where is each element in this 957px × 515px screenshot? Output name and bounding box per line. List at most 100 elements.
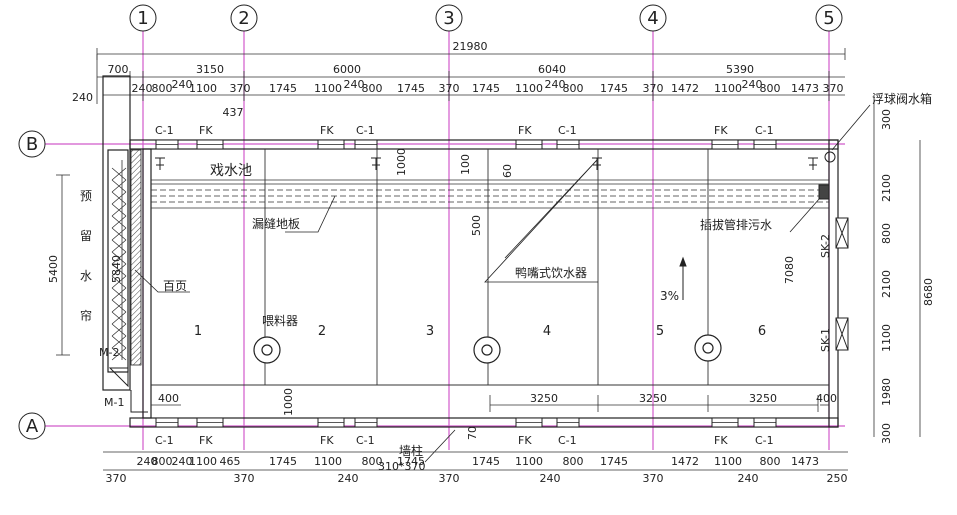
right-dim-label: 1980 (880, 378, 893, 406)
top-dim-437: 437 (223, 106, 244, 119)
bottom-dim-label: 370 (643, 472, 664, 485)
window-label: C-1 (356, 124, 375, 137)
inner-dim-1000-top: 1000 (395, 148, 408, 176)
top-dim-label: 1745 (472, 82, 500, 95)
left-dim-5400: 5400 (47, 255, 60, 283)
right-dim-label: 800 (880, 223, 893, 244)
bottom-dim-label: 465 (220, 455, 241, 468)
inner-dim-400-left: 400 (158, 392, 179, 405)
pen-number: 5 (656, 324, 664, 339)
top-dim-240-left: 240 (72, 91, 93, 104)
inner-dim-7080: 7080 (783, 256, 796, 284)
bottom-dim-label: 240 (137, 455, 158, 468)
feeders (253, 334, 722, 364)
door-label-m2: M-2 (99, 346, 119, 359)
bottom-dim-label: 800 (362, 455, 383, 468)
top-dim-label: 1745 (397, 82, 425, 95)
top-dim-label: 6000 (333, 63, 361, 76)
window-label: FK (518, 124, 532, 137)
top-dim-label: 240 (742, 78, 763, 91)
top-dim-label: 370 (823, 82, 844, 95)
window-label: C-1 (356, 434, 375, 447)
top-dim-label: 800 (563, 82, 584, 95)
building-walls (102, 75, 839, 428)
inner-dim-500: 500 (470, 215, 483, 236)
right-dim-label: 1100 (880, 324, 893, 352)
grid-label-2: 2 (238, 8, 249, 29)
bottom-dim-label: 1100 (189, 455, 217, 468)
top-dim-label: 370 (643, 82, 664, 95)
window-label-sk1: SK-1 (819, 328, 832, 352)
slope-arrow (679, 256, 687, 300)
reserved-char: 帘 (80, 308, 92, 323)
inner-dimension-lines (151, 395, 829, 412)
window-label: FK (320, 434, 334, 447)
overall-dimension: 21980 (453, 40, 488, 53)
louver-hatch (130, 149, 142, 366)
window-label: FK (714, 124, 728, 137)
window-label: C-1 (558, 124, 577, 137)
grid-label-5: 5 (823, 8, 834, 29)
bottom-dim-label: 370 (234, 472, 255, 485)
reserved-water-curtain-label: 预 留 水 帘 (80, 189, 92, 323)
grid-bubble-3 (435, 4, 463, 32)
bottom-dim-label: 1472 (671, 455, 699, 468)
bottom-dim-label: 370 (439, 472, 460, 485)
grid-bubble-a (18, 412, 46, 440)
bottom-dim-label: 800 (563, 455, 584, 468)
feeder-label: 喂料器 (262, 314, 298, 328)
slope-label: 3% (660, 289, 679, 303)
bottom-dim-label: 240 (338, 472, 359, 485)
bottom-dimension-lines (103, 451, 848, 471)
window-label-sk2: SK-2 (819, 234, 832, 258)
top-dim-label: 5390 (726, 63, 754, 76)
pen-number: 3 (426, 324, 434, 339)
window-label: C-1 (755, 434, 774, 447)
top-dim-label: 1100 (714, 82, 742, 95)
right-dimension-lines (873, 95, 921, 437)
top-dim-label: 800 (362, 82, 383, 95)
bottom-dim-label: 1100 (515, 455, 543, 468)
window-label: FK (518, 434, 532, 447)
right-dim-label: 2100 (880, 270, 893, 298)
window-label: C-1 (155, 434, 174, 447)
float-valve-tank (818, 151, 836, 200)
window-label: FK (714, 434, 728, 447)
inner-dim-60: 60 (501, 164, 514, 178)
left-dimension-lines (56, 54, 123, 360)
drinker-label: 鸭嘴式饮水器 (515, 266, 587, 280)
top-dimension-lines (96, 48, 846, 101)
bottom-dim-label: 370 (106, 472, 127, 485)
drain-pipe-label: 插拔管排污水 (700, 217, 772, 232)
pen-number: 6 (758, 324, 766, 339)
drinker-symbols (155, 157, 818, 170)
bottom-dim-label: 800 (152, 455, 173, 468)
top-dim-label: 240 (132, 82, 153, 95)
grid-bubbles (18, 4, 843, 440)
bottom-dim-label: 1745 (397, 455, 425, 468)
top-dim-label: 700 (108, 63, 129, 76)
inner-dim-70: 70 (466, 426, 479, 440)
grid-label-a: A (26, 416, 39, 437)
door-m2 (108, 367, 129, 388)
top-dim-label: 1100 (515, 82, 543, 95)
top-dim-label: 370 (439, 82, 460, 95)
window-label: C-1 (558, 434, 577, 447)
top-dim-label: 1472 (671, 82, 699, 95)
bottom-dim-label: 1745 (600, 455, 628, 468)
top-dim-label: 1100 (314, 82, 342, 95)
right-dim-label: 300 (880, 109, 893, 130)
window-label: FK (199, 124, 213, 137)
pen-number: 1 (194, 324, 202, 339)
grid-label-4: 4 (647, 8, 658, 29)
inner-dim-400-right: 400 (816, 392, 837, 405)
grid-label-3: 3 (443, 8, 454, 29)
top-dim-label: 1745 (269, 82, 297, 95)
pen-number: 2 (318, 324, 326, 339)
grid-bubble-b (18, 130, 46, 158)
